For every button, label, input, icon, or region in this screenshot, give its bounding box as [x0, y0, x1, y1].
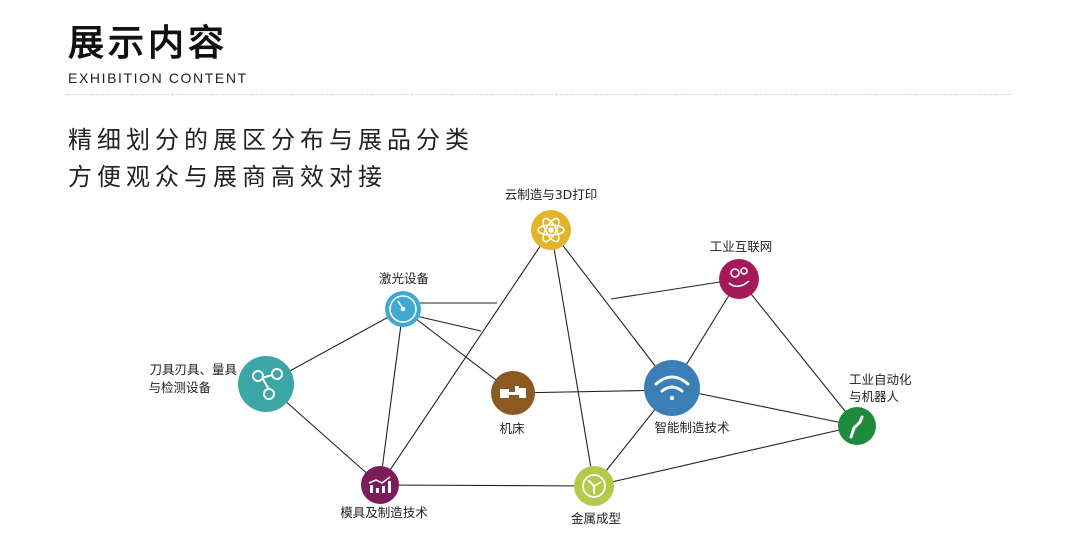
node-label: 工业互联网	[710, 239, 773, 254]
connections	[265, 229, 858, 487]
edge	[550, 229, 673, 389]
recycle-icon	[582, 474, 606, 498]
node-mold-technology: 模具及制造技术	[340, 466, 428, 520]
node-label-line-2: 与检测设备	[148, 380, 211, 395]
node-industrial-automation: 工业自动化 与机器人	[838, 372, 912, 445]
edge	[610, 278, 740, 300]
edge	[738, 278, 858, 427]
node-cutting-tools: 刀具刃具、量具 与检测设备	[148, 356, 294, 412]
node-cloud-manufacturing: 云制造与3D打印	[505, 187, 598, 250]
edge	[379, 484, 595, 487]
molecule-icon	[252, 368, 283, 400]
node-smart-manufacturing: 智能制造技术	[644, 360, 730, 435]
node-metal-forming: 金属成型	[571, 466, 621, 526]
node-label: 模具及制造技术	[340, 505, 428, 520]
node-label: 智能制造技术	[654, 420, 730, 435]
node-industrial-internet: 工业互联网	[710, 239, 773, 299]
page-title: 展示内容	[68, 23, 229, 64]
node-circle	[719, 259, 759, 299]
edge	[379, 229, 552, 486]
robot-arm-icon	[849, 415, 864, 439]
page-subtitle: EXHIBITION CONTENT	[68, 70, 248, 86]
node-label: 金属成型	[571, 511, 621, 526]
edge	[379, 308, 404, 486]
node-circle	[361, 466, 399, 504]
dashed-divider	[66, 94, 1012, 95]
chart-icon	[368, 476, 391, 493]
tagline-line-2: 方便观众与展商高效对接	[68, 163, 387, 191]
atom-icon	[537, 217, 565, 243]
edge	[402, 308, 514, 394]
machine-tool-icon	[500, 386, 526, 398]
node-label-line-1: 刀具刃具、量具	[149, 362, 237, 377]
node-machine-tools: 机床	[491, 371, 535, 436]
edge	[671, 387, 858, 427]
edge	[550, 229, 595, 487]
tagline-line-1: 精细划分的展区分布与展品分类	[68, 126, 474, 154]
node-label: 机床	[499, 421, 525, 436]
wifi-icon	[654, 375, 690, 400]
node-label-line-1: 工业自动化	[849, 372, 912, 387]
node-laser-equipment: 激光设备	[379, 271, 430, 327]
node-label: 激光设备	[379, 271, 430, 286]
node-label: 云制造与3D打印	[505, 187, 598, 202]
gauge-icon	[389, 295, 417, 323]
edge	[593, 425, 858, 487]
node-label-line-2: 与机器人	[849, 389, 900, 404]
gears-hand-icon	[728, 267, 750, 288]
